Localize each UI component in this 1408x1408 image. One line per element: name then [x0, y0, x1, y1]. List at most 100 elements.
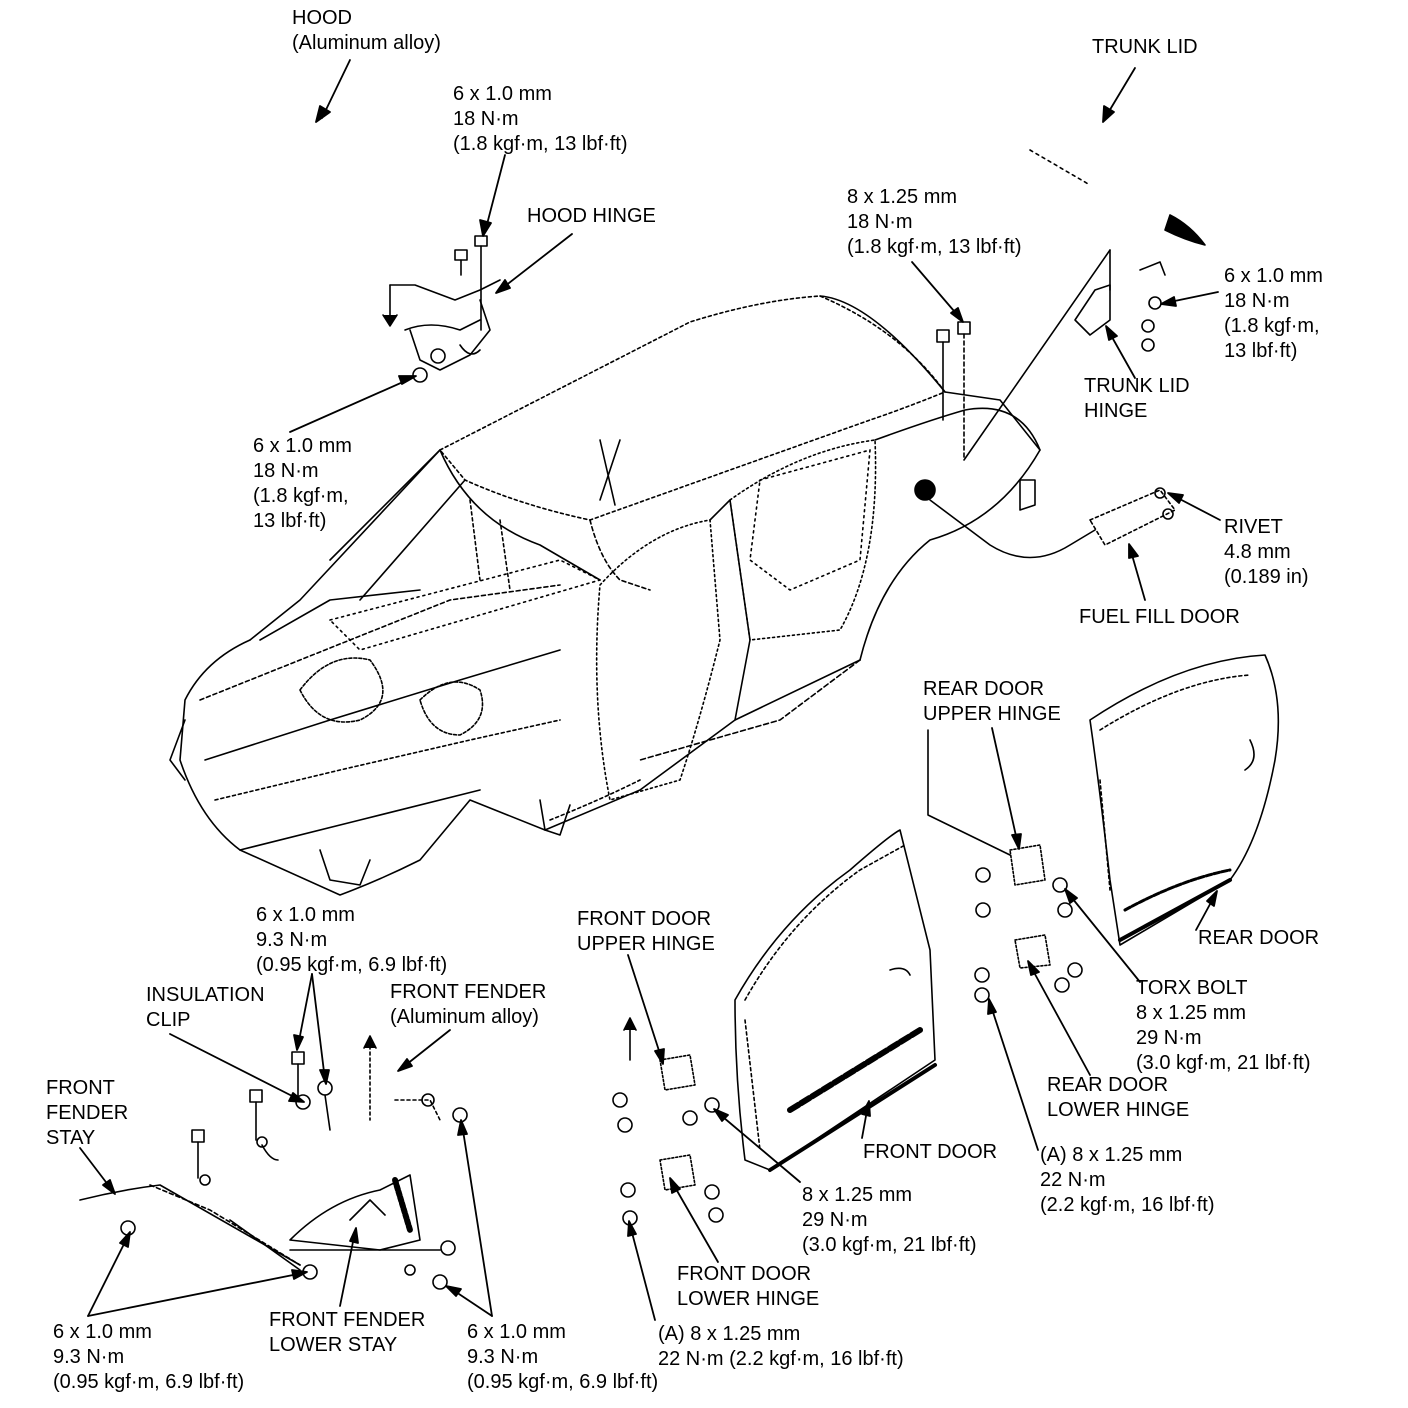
front-door-upper-hinge-label-line-1: FRONT DOOR: [577, 908, 712, 930]
hood-hinge-label: HOOD HINGE: [527, 204, 656, 229]
hood-bolt-spec-line-2: 18 N·m: [453, 108, 519, 130]
hood-hinge-bolt-spec-line-1: 6 x 1.0 mm: [253, 435, 352, 457]
insulation-clips: [291, 1051, 333, 1131]
hood-label-line-1: HOOD: [292, 7, 352, 29]
torx-bolt-spec-line-1: TORX BOLT: [1136, 977, 1248, 999]
front-fender-label-line-2: (Aluminum alloy): [390, 1006, 539, 1028]
front-door-label-line-1: FRONT DOOR: [863, 1141, 998, 1163]
rivet-spec-line-1: RIVET: [1224, 516, 1283, 538]
rear-door-lower-hinge-label: REAR DOOR LOWER HINGE: [1047, 1073, 1189, 1123]
trunk-lid-hinge-label-line-2: HINGE: [1084, 400, 1148, 422]
hood-bolts: [454, 235, 488, 331]
rear-a-bolt-spec-line-3: (2.2 kgf·m, 16 lbf·ft): [1040, 1194, 1215, 1216]
trunk-hinge-bolt-spec-line-3: (1.8 kgf·m,: [1224, 315, 1320, 337]
insulation-clip-label-line-1: INSULATION: [146, 984, 265, 1006]
fender-bolt-left-spec-line-3: (0.95 kgf·m, 6.9 lbf·ft): [53, 1371, 245, 1393]
front-door-upper-hinge-label: FRONT DOOR UPPER HINGE: [577, 907, 715, 957]
torx-bolt-spec-line-3: 29 N·m: [1136, 1027, 1202, 1049]
fuel-fill-door-label: FUEL FILL DOOR: [1079, 605, 1240, 630]
trunk-hinge-bolt-spec-line-2: 18 N·m: [1224, 290, 1290, 312]
front-a-bolt-spec-line-1: (A) 8 x 1.25 mm: [658, 1323, 801, 1345]
hood-hinge-assembly: [382, 279, 501, 383]
hood-label: HOOD (Aluminum alloy): [292, 6, 441, 56]
hood-hinge-label-line-1: HOOD HINGE: [527, 205, 656, 227]
rear-door-label: REAR DOOR: [1198, 926, 1319, 951]
rear-a-bolt-spec-line-1: (A) 8 x 1.25 mm: [1040, 1144, 1183, 1166]
trunk-bolt-spec-line-3: (1.8 kgf·m, 13 lbf·ft): [847, 236, 1022, 258]
fender-bolt-right-spec-line-2: 9.3 N·m: [467, 1346, 539, 1368]
trunk-lid-label-line-1: TRUNK LID: [1092, 36, 1198, 58]
trunk-lid-hinge-assembly: [1029, 149, 1206, 352]
front-door-label: FRONT DOOR: [863, 1140, 997, 1165]
rear-door-upper-hinge-label-line-2: UPPER HINGE: [923, 703, 1061, 725]
fuel-fill-door-assembly: [914, 479, 1176, 559]
front-fender-label: FRONT FENDER (Aluminum alloy): [390, 980, 546, 1030]
rear-door-panel: [1089, 654, 1280, 946]
front-door-bolt-spec-line-3: (3.0 kgf·m, 21 lbf·ft): [802, 1234, 977, 1256]
rivet-spec-line-2: 4.8 mm: [1224, 541, 1291, 563]
front-door-lower-hinge-label: FRONT DOOR LOWER HINGE: [677, 1262, 819, 1312]
car-body-shell: [169, 295, 1041, 896]
trunk-bolt-spec-line-1: 8 x 1.25 mm: [847, 186, 958, 208]
leader-lines: [79, 59, 1221, 1321]
trunk-hinge-bolt-spec-line-1: 6 x 1.0 mm: [1224, 265, 1323, 287]
fender-bolt-top-spec-line-2: 9.3 N·m: [256, 929, 328, 951]
insulation-clip-label: INSULATION CLIP: [146, 983, 265, 1033]
fender-bolt-left-spec-line-2: 9.3 N·m: [53, 1346, 125, 1368]
front-door-lower-hinge-label-line-2: LOWER HINGE: [677, 1288, 820, 1310]
front-fender-stay-label-line-1: FRONT: [46, 1077, 115, 1099]
rivet-spec-line-3: (0.189 in): [1224, 566, 1309, 588]
front-fender-panel: [289, 1035, 468, 1290]
front-fender-stay-label-line-3: STAY: [46, 1127, 96, 1149]
trunk-bolts: [936, 249, 1111, 461]
front-fender-label-line-1: FRONT FENDER: [390, 981, 547, 1003]
front-fender-lower-stay-label: FRONT FENDER LOWER STAY: [269, 1308, 425, 1358]
front-fender-stay: [79, 1089, 318, 1280]
fender-bolt-left-spec-line-1: 6 x 1.0 mm: [53, 1321, 152, 1343]
front-fender-lower-stay-label-line-2: LOWER STAY: [269, 1334, 398, 1356]
fender-bolt-top-spec: 6 x 1.0 mm 9.3 N·m (0.95 kgf·m, 6.9 lbf·ft…: [256, 903, 447, 978]
front-door-lower-hinge-label-line-1: FRONT DOOR: [677, 1263, 812, 1285]
hood-hinge-bolt-spec-line-2: 18 N·m: [253, 460, 319, 482]
front-fender-stay-label-line-2: FENDER: [46, 1102, 129, 1124]
rear-door-upper-hinge-label-line-1: REAR DOOR: [923, 678, 1045, 700]
fender-bolt-top-spec-line-3: (0.95 kgf·m, 6.9 lbf·ft): [256, 954, 448, 976]
rear-door-lower-hinge-label-line-1: REAR DOOR: [1047, 1074, 1169, 1096]
hood-hinge-bolt-spec-line-3: (1.8 kgf·m,: [253, 485, 349, 507]
insulation-clip-label-line-2: CLIP: [146, 1009, 191, 1031]
rivet-spec: RIVET 4.8 mm (0.189 in): [1224, 515, 1309, 590]
torx-bolt-spec-line-4: (3.0 kgf·m, 21 lbf·ft): [1136, 1052, 1311, 1074]
front-door-upper-hinge-label-line-2: UPPER HINGE: [577, 933, 715, 955]
fuel-fill-door-label-line-1: FUEL FILL DOOR: [1079, 606, 1240, 628]
front-door-bolt-spec: 8 x 1.25 mm 29 N·m (3.0 kgf·m, 21 lbf·ft): [802, 1183, 977, 1258]
fender-bolt-top-spec-line-1: 6 x 1.0 mm: [256, 904, 355, 926]
hood-label-line-2: (Aluminum alloy): [292, 32, 441, 54]
front-door-bolt-spec-line-1: 8 x 1.25 mm: [802, 1184, 913, 1206]
fender-bolt-left-spec: 6 x 1.0 mm 9.3 N·m (0.95 kgf·m, 6.9 lbf·ft…: [53, 1320, 244, 1395]
rear-door-label-line-1: REAR DOOR: [1198, 927, 1320, 949]
hood-hinge-bolt-spec: 6 x 1.0 mm 18 N·m (1.8 kgf·m, 13 lbf·ft): [253, 434, 352, 534]
front-fender-stay-label: FRONT FENDER STAY: [46, 1076, 128, 1151]
hood-bolt-spec-line-1: 6 x 1.0 mm: [453, 83, 552, 105]
hood-hinge-bolt-spec-line-4: 13 lbf·ft): [253, 510, 327, 532]
torx-bolt-spec: TORX BOLT 8 x 1.25 mm 29 N·m (3.0 kgf·m, 21…: [1136, 976, 1311, 1076]
trunk-lid-hinge-label-line-1: TRUNK LID: [1084, 375, 1190, 397]
trunk-lid-label: TRUNK LID: [1092, 35, 1198, 60]
fender-bolt-right-spec-line-1: 6 x 1.0 mm: [467, 1321, 566, 1343]
rear-a-bolt-spec-line-2: 22 N·m: [1040, 1169, 1106, 1191]
torx-bolt-spec-line-2: 8 x 1.25 mm: [1136, 1002, 1247, 1024]
rear-door-hinges: [927, 729, 1083, 1003]
front-fender-lower-stay-label-line-1: FRONT FENDER: [269, 1309, 426, 1331]
front-door-panel: [734, 829, 937, 1172]
front-door-bolt-spec-line-2: 29 N·m: [802, 1209, 868, 1231]
trunk-lid-hinge-label: TRUNK LID HINGE: [1084, 374, 1190, 424]
rear-door-lower-hinge-label-line-2: LOWER HINGE: [1047, 1099, 1190, 1121]
rear-a-bolt-spec: (A) 8 x 1.25 mm 22 N·m (2.2 kgf·m, 16 lbf·…: [1040, 1143, 1215, 1218]
rear-door-upper-hinge-label: REAR DOOR UPPER HINGE: [923, 677, 1061, 727]
